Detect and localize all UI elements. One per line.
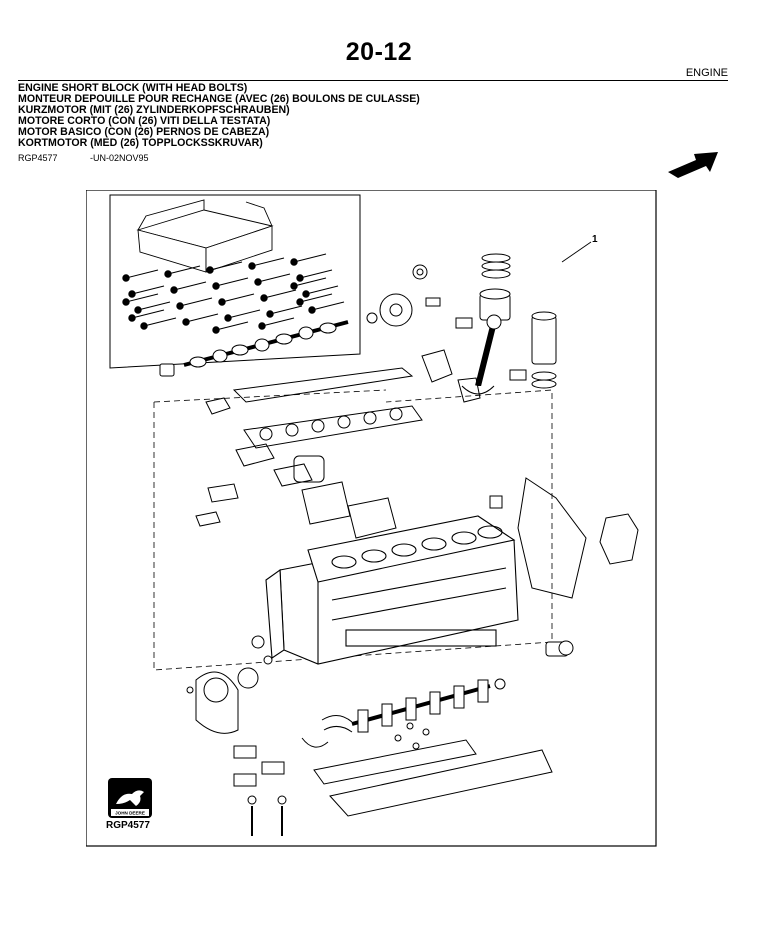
- exploded-view-figure: 1: [86, 190, 657, 847]
- title-german: KURZMOTOR (MIT (26) ZYLINDERKOPFSCHRAUBE…: [18, 104, 290, 116]
- cam-gear: [366, 264, 441, 327]
- head-bolts: [122, 253, 345, 334]
- figure-code: RGP4577: [106, 820, 150, 831]
- svg-text:JOHN DEERE: JOHN DEERE: [115, 811, 145, 816]
- title-swedish: KORTMOTOR (MED (26) TOPPLOCKSSKRUVAR): [18, 137, 263, 149]
- head-gaskets: [195, 349, 639, 599]
- title-english: ENGINE SHORT BLOCK (WITH HEAD BOLTS): [18, 82, 248, 94]
- assembly-guide-lines: [153, 389, 553, 671]
- reference-code: RGP4577: [18, 153, 58, 163]
- camshaft: [159, 320, 349, 377]
- section-label: ENGINE: [685, 67, 728, 79]
- title-spanish: MOTOR BASICO (CON (26) PERNOS DE CABEZA): [18, 126, 270, 138]
- svg-text:1: 1: [592, 234, 598, 245]
- direction-arrow-icon: [668, 152, 718, 178]
- parts-carton: [136, 199, 274, 273]
- figure-frame: [86, 190, 657, 847]
- title-italian: MOTORE CORTO (CON (26) VITI DELLA TESTAT…: [18, 115, 271, 127]
- page-number: 20-12: [345, 38, 413, 66]
- title-block: ENGINE SHORT BLOCK (WITH HEAD BOLTS) MON…: [18, 83, 420, 149]
- seals: [195, 635, 574, 734]
- crankshaft: [351, 678, 506, 733]
- john-deere-logo-icon: JOHN DEERE: [108, 778, 152, 818]
- header-rule: [18, 80, 728, 81]
- main-bearings: [186, 686, 353, 836]
- title-french: MONTEUR DEPOUILLE POUR RECHANGE (AVEC (2…: [18, 93, 420, 105]
- piston-assembly: [455, 253, 557, 395]
- cylinder-block: [265, 515, 519, 665]
- callout-1: 1: [561, 234, 598, 263]
- reference-date-code: -UN-02NOV95: [90, 153, 149, 163]
- bolt-kit-box: [109, 194, 361, 369]
- oil-pan-gaskets: [313, 722, 553, 817]
